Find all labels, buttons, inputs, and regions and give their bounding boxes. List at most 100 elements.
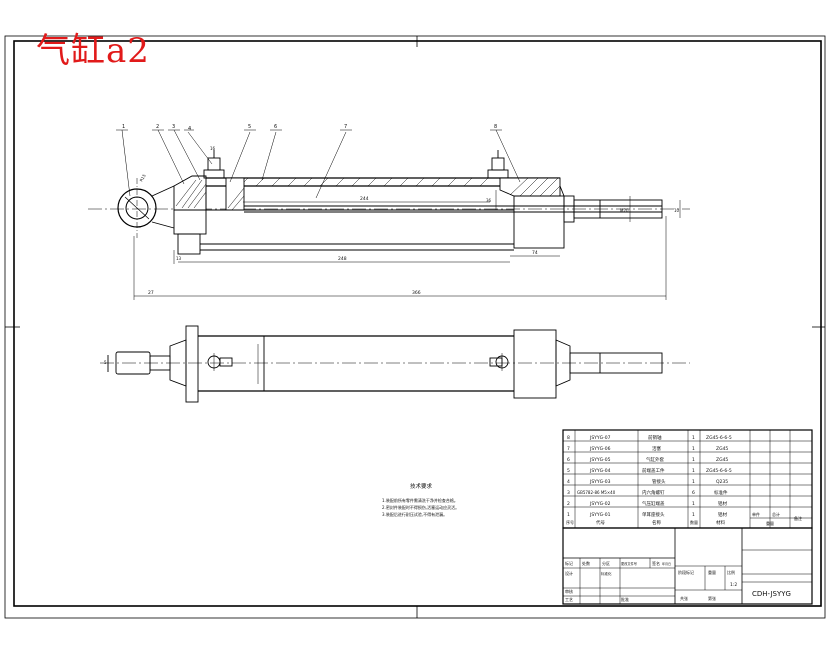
bom-row: 6 (567, 457, 570, 463)
bom-header-no: 序号 (566, 519, 574, 525)
dim-10: 10 (674, 208, 680, 213)
dim-13: 13 (176, 256, 182, 261)
tb-mark: 标记 (565, 560, 573, 566)
bom-header-total: 总计 (772, 511, 780, 517)
bom-row: 8 (567, 435, 570, 441)
bom-header-weight: 重量 (766, 520, 774, 526)
tb-scale: 1:2 (730, 582, 737, 588)
tb-sheet: 第张 (708, 595, 716, 601)
bom-row: 内六角螺钉 (642, 489, 665, 496)
dim-27: 27 (148, 290, 154, 296)
dim-m20: M20 (620, 208, 629, 213)
bom-row: ZG45-6-6-5 (706, 468, 732, 474)
balloon-4: 4 (188, 126, 191, 132)
technical-requirements: 技术要求 1.装配前所有零件需清洗干净并检查合格。 2.密封件装配时不得损伤,活… (382, 482, 459, 517)
title-block-text: 标记 处数 分区 更改文件号 签名 年月日 设计 标准化 审核 工艺 批准 阶段… (565, 560, 791, 602)
bom-row: 前销轴 (648, 434, 662, 441)
tb-sign: 签名 (652, 560, 660, 566)
bom-row: 5 (567, 468, 570, 474)
dim-16: 16 (210, 146, 216, 151)
balloon-1: 1 (122, 124, 125, 130)
bom-row: 1 (692, 479, 695, 485)
balloon-8: 8 (494, 124, 497, 130)
tb-standard: 标准化 (601, 571, 612, 576)
tech-note-2: 2.密封件装配时不得损伤,活塞运动应灵活。 (382, 504, 459, 510)
tech-title: 技术要求 (410, 482, 433, 490)
bom-row: 单耳座接头 (642, 511, 665, 518)
tech-note-3: 3.装配后进行耐压试验,不得有泄漏。 (382, 511, 447, 517)
bom-row: 3 (567, 490, 570, 496)
tb-weight: 重量 (708, 569, 716, 575)
bom-row: 管接头 (652, 478, 666, 485)
tb-zone: 分区 (602, 560, 610, 566)
bom-row: 7 (567, 446, 570, 452)
bom-row: ZG45 (716, 457, 728, 463)
dim-366: 366 (412, 290, 421, 296)
section-view (88, 150, 690, 255)
bom-row: 6 (692, 490, 695, 496)
bom-row: JSYYG-04 (589, 468, 611, 474)
centering-marks (5, 36, 825, 618)
bom-row: JSYYG-03 (589, 479, 611, 485)
balloon-6: 6 (274, 124, 277, 130)
bom-row: JSYYG-02 (589, 501, 611, 507)
bom-table (562, 429, 813, 529)
bom-row: 1 (567, 512, 570, 518)
bom-row: JSYYG-06 (589, 446, 611, 452)
dim-5: 5 (104, 360, 107, 365)
bom-row: JSYYG-07 (589, 435, 611, 441)
dim-r15: R15 (139, 173, 147, 183)
bom-rows: 8 JSYYG-07 前销轴 1 ZG45-6-6-5 7 JSYYG-06 活… (566, 434, 802, 526)
bom-row: ZG45-6-6-5 (706, 435, 732, 441)
tb-design: 设计 (565, 570, 573, 576)
inner-frame (13, 40, 822, 607)
bom-row: 铝材 (718, 500, 727, 507)
bom-row: 活塞 (652, 445, 661, 452)
balloon-7: 7 (344, 124, 347, 130)
bom-row: 2 (567, 501, 570, 507)
bom-row: Q235 (716, 479, 728, 485)
tb-stage: 阶段标记 (678, 569, 694, 575)
bom-row: 1 (692, 457, 695, 463)
tb-review: 审核 (565, 588, 573, 594)
tb-docno: 更改文件号 (621, 561, 637, 566)
bom-row: 4 (567, 479, 570, 485)
tb-process: 工艺 (565, 597, 573, 602)
drawing-code: CDH-JSYYG (752, 590, 791, 598)
balloon-5: 5 (248, 124, 251, 130)
bom-row: 前端盖工件 (642, 467, 665, 474)
title-watermark: 气缸a2 (36, 31, 150, 71)
dimension-lines (133, 190, 681, 300)
bom-row: JSYYG-05 (589, 457, 611, 463)
bom-header-name: 名称 (652, 519, 661, 526)
balloon-3: 3 (172, 124, 175, 130)
tb-scale-label: 比例 (727, 569, 735, 575)
bom-row: 1 (692, 468, 695, 474)
tb-date: 年月日 (662, 561, 671, 566)
title-block (562, 527, 813, 605)
tb-approve: 批准 (621, 596, 629, 602)
bom-header-qty: 数量 (690, 519, 698, 525)
bom-row: 气压缸端盖 (642, 500, 665, 507)
balloon-2: 2 (156, 124, 159, 130)
tb-sheets: 共张 (680, 595, 688, 601)
bom-header-material: 材料 (716, 519, 725, 526)
tech-note-1: 1.装配前所有零件需清洗干净并检查合格。 (382, 497, 458, 503)
dim-248: 248 (338, 256, 347, 262)
bom-header-note: 备注 (794, 515, 802, 521)
dim-36: 36 (486, 198, 492, 203)
bom-header-code: 代号 (596, 519, 605, 526)
outer-border (4, 35, 826, 619)
dim-244: 244 (360, 196, 369, 202)
bom-row: 1 (692, 512, 695, 518)
bom-row: ZG45 (716, 446, 728, 452)
bom-row: GB5782-86 M5×40 (577, 490, 616, 495)
bom-row: 1 (692, 501, 695, 507)
bom-header-single: 单件 (752, 511, 760, 517)
leader-lines (116, 129, 521, 199)
bom-row: 1 (692, 435, 695, 441)
bom-row: 气缸外套 (646, 456, 664, 463)
bom-row: JSYYG-01 (589, 512, 611, 518)
bom-row: 1 (692, 446, 695, 452)
